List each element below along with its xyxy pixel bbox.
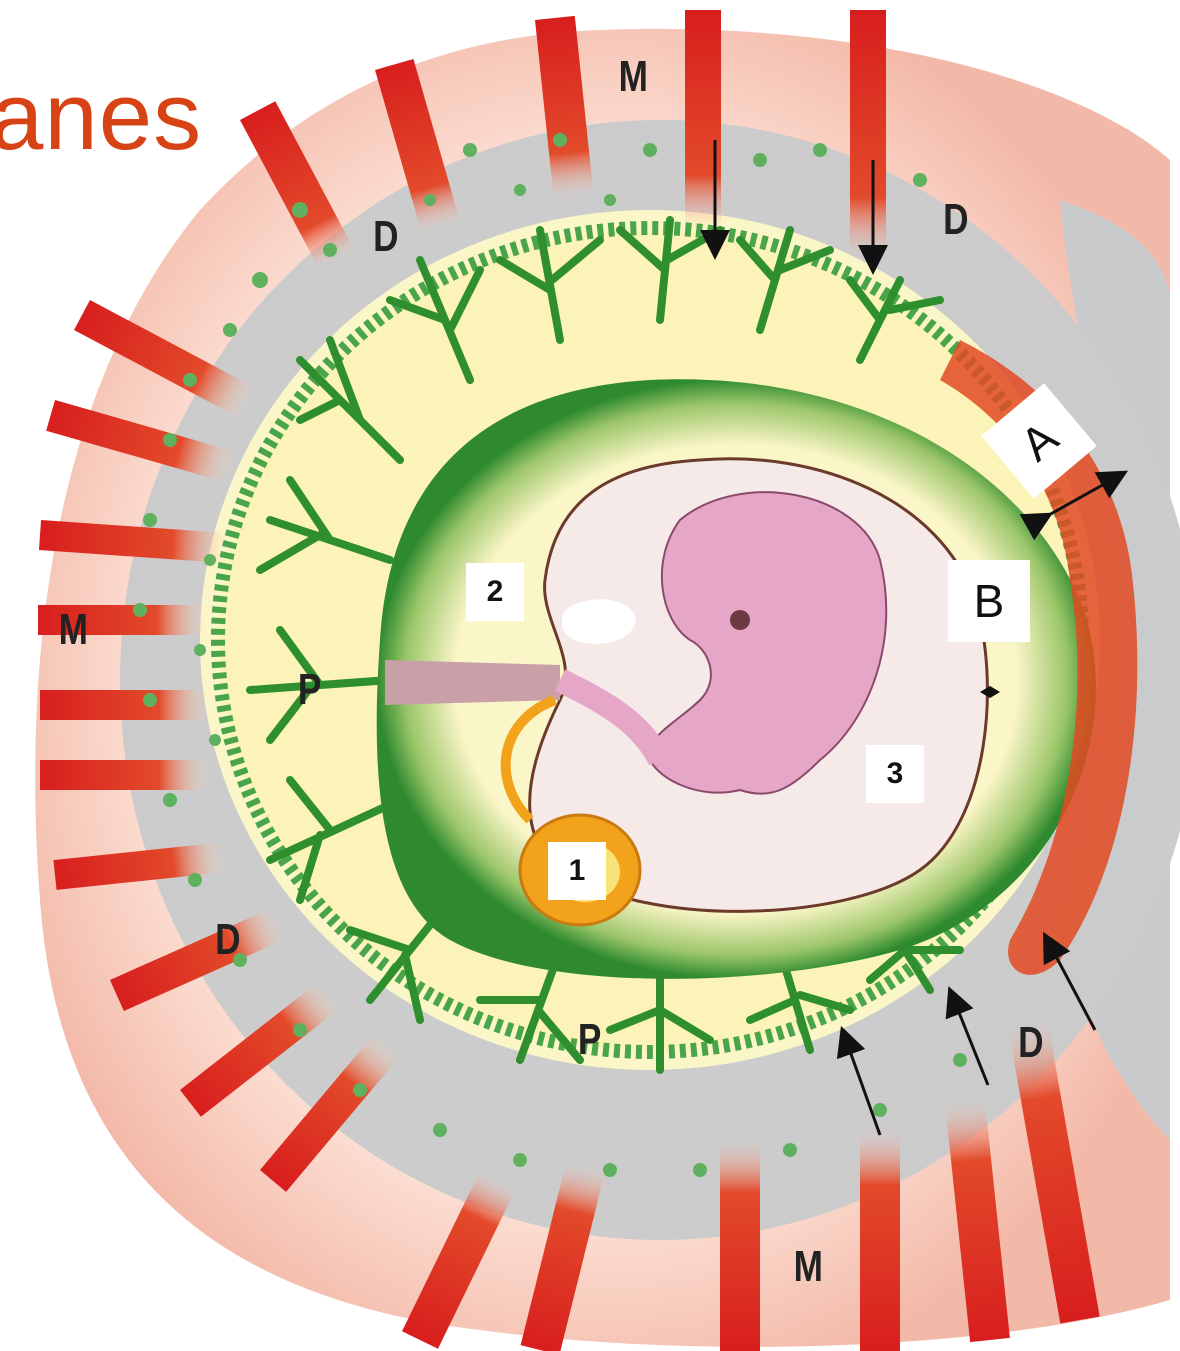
label-d-bottom-left: D (215, 915, 240, 965)
label-3: 3 (887, 757, 904, 791)
label-b: B (974, 574, 1005, 628)
label-2: 2 (487, 575, 504, 609)
label-m-left: M (59, 605, 88, 655)
label-m-top: M (619, 52, 648, 102)
label-3-box: 3 (866, 745, 924, 803)
label-p-left: P (298, 665, 321, 715)
page-title: anes (0, 62, 202, 172)
connecting-stalk (385, 660, 560, 705)
embryo-eye (730, 610, 750, 630)
label-p-bottom: P (578, 1015, 601, 1065)
label-b-box: B (948, 560, 1030, 642)
label-d-top-right: D (943, 195, 968, 245)
label-a: A (1010, 410, 1068, 471)
label-d-top-left: D (373, 212, 398, 262)
label-2-box: 2 (466, 563, 524, 621)
label-1: 1 (569, 854, 586, 888)
label-d-bottom-right: D (1018, 1018, 1043, 1068)
label-1-box: 1 (548, 842, 606, 900)
label-m-bottom: M (794, 1242, 823, 1292)
